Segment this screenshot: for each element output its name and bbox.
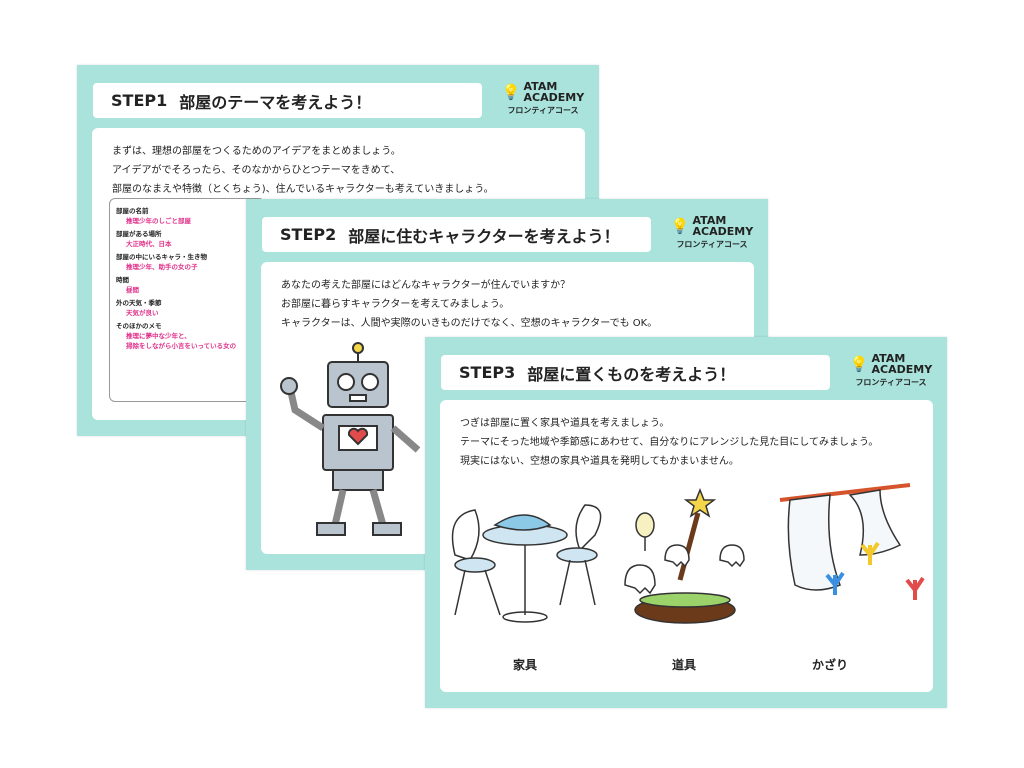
logo-line2: ACADEMY bbox=[692, 225, 754, 238]
logo-line1: ATAM bbox=[523, 80, 558, 93]
logo-course: フロンティアコース bbox=[855, 378, 927, 387]
slide-title: 部屋に住むキャラクターを考えよう！ bbox=[348, 226, 620, 246]
caption-furniture: 家具 bbox=[513, 658, 538, 672]
intro-text: あなたの考えた部屋にはどんなキャラクターが住んでいますか？ お部屋に暮らすキャラ… bbox=[281, 276, 657, 333]
room-idea-form: 部屋の名前推理少年のしごと部屋 部屋がある場所大正時代、日本 部屋の中にいるキャ… bbox=[109, 198, 265, 402]
form-label: 部屋の中にいるキャラ・生き物 bbox=[116, 253, 207, 261]
form-label: 部屋がある場所 bbox=[116, 230, 162, 238]
slide-title: 部屋に置くものを考えよう！ bbox=[527, 364, 736, 384]
logo-course: フロンティアコース bbox=[507, 106, 579, 115]
intro-line: お部屋に暮らすキャラクターを考えてみましょう。 bbox=[281, 299, 510, 310]
decoration-illustration bbox=[779, 483, 925, 600]
step-label: STEP2 bbox=[280, 225, 337, 244]
intro-line: キャラクターは、人間や実際のいきものだけでなく、空想のキャラクターでも OK。 bbox=[281, 318, 658, 329]
slide-title-bar: STEP1 部屋のテーマを考えよう！ bbox=[93, 83, 482, 118]
form-label: 部屋の名前 bbox=[116, 207, 149, 215]
logo-course: フロンティアコース bbox=[676, 240, 748, 249]
step-label: STEP3 bbox=[459, 363, 516, 382]
lightbulb-icon: 💡 bbox=[670, 217, 690, 235]
slide-title-bar: STEP3 部屋に置くものを考えよう！ bbox=[441, 355, 830, 390]
robot-illustration bbox=[280, 342, 421, 536]
intro-line: 部屋のなまえや特徴（とくちょう)、住んでいるキャラクターも考えていきましょう。 bbox=[112, 184, 494, 195]
furniture-illustration bbox=[451, 504, 602, 623]
intro-line: アイデアがでそろったら、そのなかからひとつテーマをきめて、 bbox=[112, 165, 401, 176]
logo-line1: ATAM bbox=[692, 214, 727, 227]
lightbulb-icon: 💡 bbox=[501, 83, 521, 101]
logo-line2: ACADEMY bbox=[871, 363, 933, 376]
slide-title-bar: STEP2 部屋に住むキャラクターを考えよう！ bbox=[262, 217, 651, 252]
form-label: 外の天気・季節 bbox=[116, 299, 162, 307]
caption-tools: 道具 bbox=[672, 658, 697, 672]
form-value: 推理少年のしごと部屋 bbox=[126, 217, 191, 225]
intro-line: あなたの考えた部屋にはどんなキャラクターが住んでいますか？ bbox=[281, 280, 571, 291]
content-panel: つぎは部屋に置く家具や道具を考えましょう。 テーマにそった地域や季節感にあわせて… bbox=[440, 400, 933, 692]
form-value: 大正時代、日本 bbox=[126, 240, 172, 248]
slide-title: 部屋のテーマを考えよう！ bbox=[179, 92, 372, 112]
intro-text: つぎは部屋に置く家具や道具を考えましょう。 テーマにそった地域や季節感にあわせて… bbox=[460, 414, 878, 471]
form-value: 推理少年、助手の女の子 bbox=[126, 263, 198, 271]
form-value: 天気が良い bbox=[126, 309, 159, 317]
form-value: 昼間 bbox=[126, 286, 139, 294]
tools-illustration bbox=[624, 487, 745, 624]
form-value: 掃除をしながら小言をいっている女の bbox=[126, 342, 237, 350]
intro-line: 現実にはない、空想の家具や道具を発明してもかまいません。 bbox=[460, 456, 739, 467]
intro-line: つぎは部屋に置く家具や道具を考えましょう。 bbox=[460, 418, 670, 429]
logo-line1: ATAM bbox=[871, 352, 906, 365]
step-label: STEP1 bbox=[111, 91, 168, 110]
form-value: 推理に夢中な少年と、 bbox=[126, 332, 191, 340]
form-label: そのほかのメモ bbox=[116, 322, 162, 330]
form-label: 時間 bbox=[116, 276, 129, 284]
lightbulb-icon: 💡 bbox=[849, 355, 869, 373]
logo-line2: ACADEMY bbox=[523, 91, 585, 104]
intro-text: まずは、理想の部屋をつくるためのアイデアをまとめましょう。 アイデアがでそろった… bbox=[112, 142, 494, 199]
intro-line: まずは、理想の部屋をつくるためのアイデアをまとめましょう。 bbox=[112, 146, 401, 157]
caption-decorations: かざり bbox=[812, 658, 849, 672]
intro-line: テーマにそった地域や季節感にあわせて、自分なりにアレンジした見た目にしてみましょ… bbox=[460, 437, 879, 448]
